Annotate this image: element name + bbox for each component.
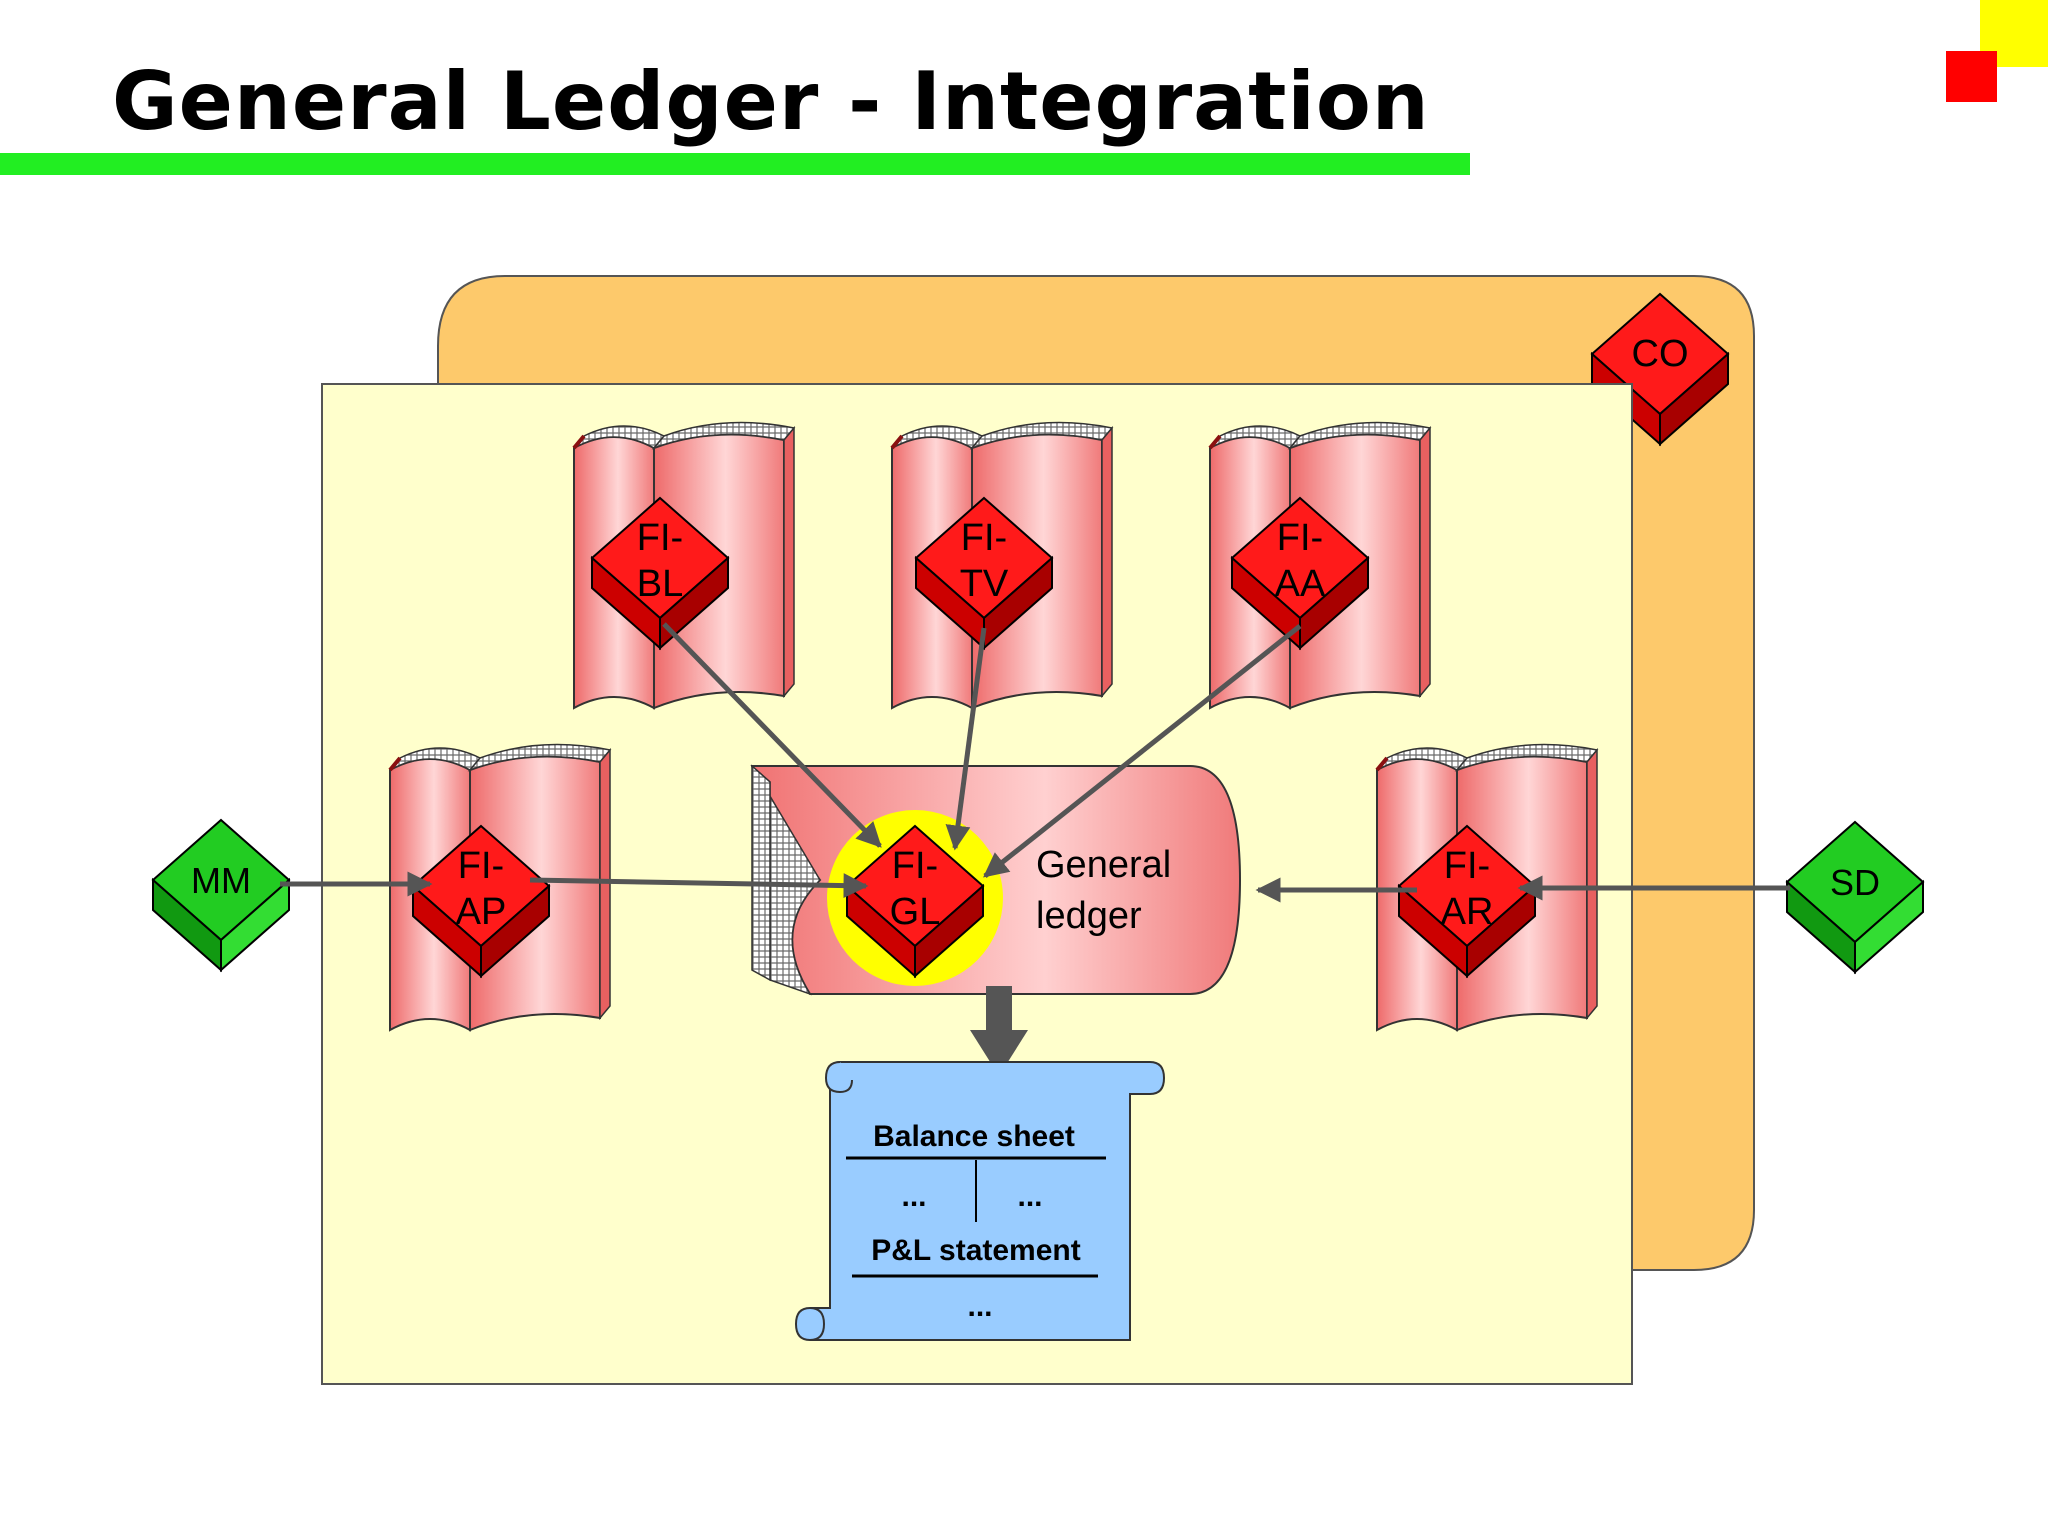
mm-label: MM: [191, 860, 251, 901]
page-title: General Ledger - Integration: [112, 55, 1430, 148]
report-scroll: [794, 1061, 1166, 1341]
fi-gl-label-line2: GL: [890, 891, 941, 933]
fi-aa-label-line1: FI-: [1277, 517, 1323, 559]
arrow-aa-to-gl: [983, 624, 1302, 878]
fi-aa-module-icon: FI- AA: [1231, 497, 1369, 649]
balance-sheet-left-ellipsis: ...: [901, 1180, 926, 1213]
arrow-bl-to-gl: [662, 622, 882, 848]
arrow-ap-to-gl: [529, 873, 869, 899]
fi-ar-label-line1: FI-: [1444, 845, 1490, 887]
fi-tv-label-line1: FI-: [961, 517, 1007, 559]
fi-gl-module-icon: FI- GL: [846, 825, 984, 977]
fi-bl-module-icon: FI- BL: [591, 497, 729, 649]
arrows: [280, 622, 1790, 903]
co-module-icon: CO: [1591, 293, 1729, 445]
general-ledger-label-line2: ledger: [1036, 895, 1142, 937]
corner-red-square: [1946, 51, 1997, 102]
fi-ap-label-line2: AP: [456, 891, 507, 933]
balance-sheet-label: Balance sheet: [873, 1120, 1075, 1153]
fi-tv-label-line2: TV: [960, 563, 1009, 605]
fi-bl-label-line2: BL: [637, 563, 683, 605]
fi-ap-label-line1: FI-: [458, 845, 504, 887]
fi-gl-label-line1: FI-: [892, 845, 938, 887]
title-underline: [0, 153, 1470, 175]
fi-ap-module-icon: FI- AP: [412, 825, 550, 977]
arrow-tv-to-gl: [945, 627, 987, 851]
fi-aa-label-line2: AA: [1275, 563, 1326, 605]
fi-tv-module-icon: FI- TV: [915, 497, 1053, 649]
pl-statement-label: P&L statement: [871, 1234, 1081, 1267]
fi-bl-label-line1: FI-: [637, 517, 683, 559]
co-label: CO: [1632, 333, 1689, 375]
sd-module-icon: SD: [1786, 821, 1924, 973]
arrow-gl-to-report: [970, 986, 1028, 1076]
sd-label: SD: [1830, 862, 1880, 903]
fi-ar-label-line2: AR: [1441, 891, 1494, 933]
pl-statement-ellipsis: ...: [967, 1290, 992, 1323]
fi-ar-module-icon: FI- AR: [1398, 825, 1536, 977]
mm-module-icon: MM: [152, 819, 290, 971]
general-ledger-label-line1: General: [1036, 844, 1171, 886]
balance-sheet-right-ellipsis: ...: [1017, 1180, 1042, 1213]
